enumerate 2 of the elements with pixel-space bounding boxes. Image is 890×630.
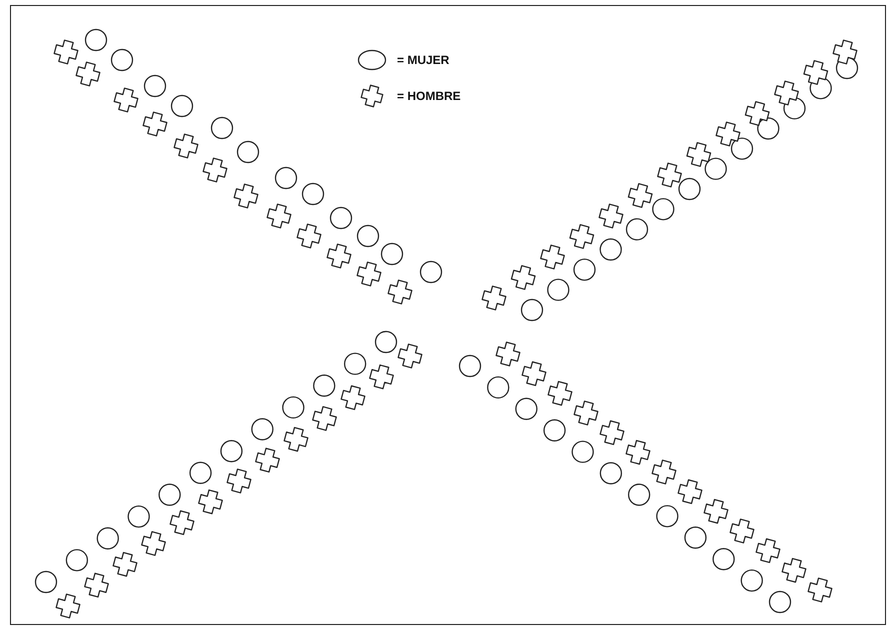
legend-label: = MUJER: [397, 52, 450, 69]
legend-label: = HOMBRE: [397, 88, 461, 105]
